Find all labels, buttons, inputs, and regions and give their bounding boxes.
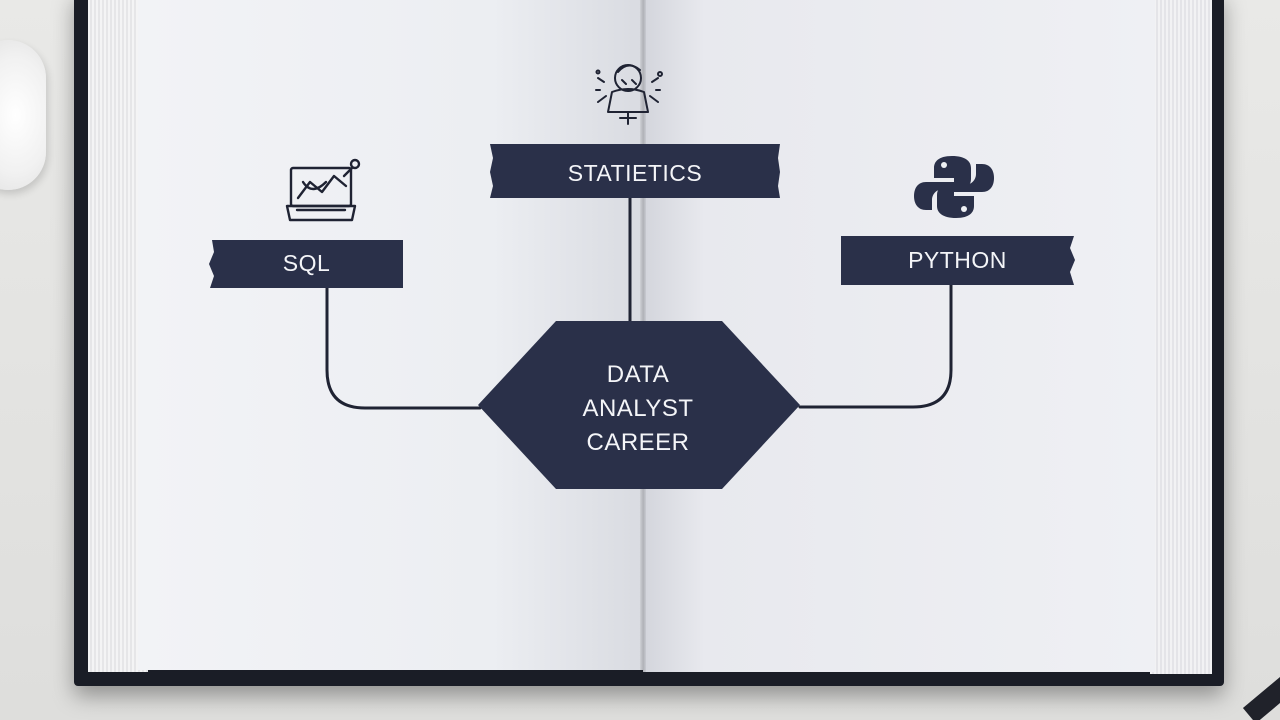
statistics-label: STATIETICS [567, 160, 703, 186]
python-label: PYTHON [908, 247, 1007, 273]
center-node-label: DATA ANALYST CAREER [540, 358, 736, 460]
center-label-line: ANALYST [582, 395, 694, 422]
center-hexagon [478, 321, 800, 489]
laptop-chart-icon [285, 158, 361, 222]
connector-sql [325, 286, 482, 410]
sql-label: SQL [282, 250, 331, 276]
person-thinking-icon [595, 64, 663, 125]
page-edges-right [1150, 0, 1212, 674]
python-logo-icon [914, 156, 994, 218]
python-banner [841, 236, 1075, 285]
sql-banner [209, 240, 403, 288]
center-label-line: CAREER [586, 429, 690, 456]
center-label-line: DATA [606, 361, 670, 388]
statistics-banner [490, 144, 780, 198]
background-object [0, 40, 46, 190]
connector-python [798, 283, 953, 409]
